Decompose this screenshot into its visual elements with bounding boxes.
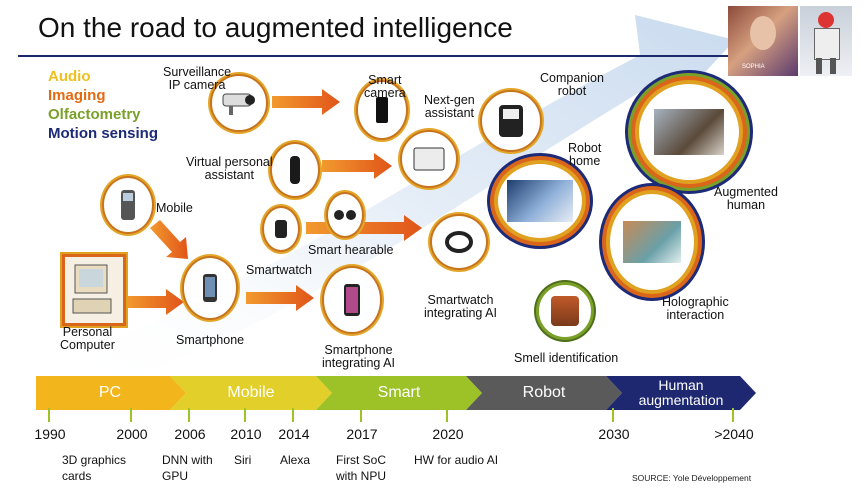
smartwatch-ai-circle (430, 214, 488, 270)
augmented-human-label: Augmented human (714, 185, 778, 212)
smartwatch-label: Smartwatch (246, 263, 312, 277)
companion-robot-label: Companion robot (540, 71, 604, 98)
sophia-robot-photo: SOPHIA (728, 6, 798, 76)
smartphone-ai-circle (322, 266, 382, 334)
source-note: SOURCE: Yole Développement (632, 473, 752, 483)
phase-pc: PC (98, 384, 122, 401)
year-1990: 1990 (34, 426, 66, 442)
legend-imaging: Imaging (48, 87, 106, 104)
legend-motion-sensing: Motion sensing (48, 125, 158, 142)
augmented-human-circle (635, 80, 743, 184)
year-2020: 2020 (432, 426, 464, 442)
virtual-assistant-label: Virtual personal assistant (186, 155, 273, 182)
legend-olfactometry: Olfactometry (48, 106, 141, 123)
smart-hearable-label: Smart hearable (308, 243, 394, 257)
surveillance-label: Surveillance IP camera (163, 65, 232, 92)
year-tick (732, 408, 734, 422)
year-tick (130, 408, 132, 422)
companion-robot-icon (499, 105, 523, 137)
year-2017: 2017 (346, 426, 378, 442)
year-2040-plus: >2040 (714, 426, 754, 442)
year-tick (446, 408, 448, 422)
year-tick (244, 408, 246, 422)
holographic-circle (606, 190, 698, 294)
personal-computer-label: Personal Computer (60, 325, 115, 352)
smart-hearable-circle (326, 192, 364, 238)
year-2000: 2000 (116, 426, 148, 442)
smell-identification-label: Smell identification (514, 351, 619, 365)
next-gen-assistant-label: Next-gen assistant (424, 93, 475, 120)
smell-identification-circle (536, 282, 594, 340)
companion-robot-circle (480, 90, 542, 152)
robot-home-circle (494, 160, 586, 242)
phase-robot: Robot (522, 384, 566, 401)
page-title: On the road to augmented intelligence (38, 12, 513, 43)
smartphone-label: Smartphone (176, 333, 245, 347)
humanoid-robot-photo (800, 6, 852, 76)
phase-human-augmentation: Human augmentation (638, 377, 724, 408)
smart-speaker-icon (290, 156, 300, 184)
smart-display-icon (413, 147, 445, 171)
mobile-label: Mobile (156, 201, 193, 215)
smart-camera-label: Smart camera (364, 73, 406, 100)
smartwatch-circle (262, 206, 300, 252)
smell-sensor-photo (551, 296, 579, 326)
event-alexa: Alexa (280, 453, 311, 467)
virtual-assistant-circle (270, 142, 320, 198)
event-3d-graphics: 3D graphics cards (62, 453, 127, 483)
year-2014: 2014 (278, 426, 310, 442)
event-hw-audio-ai: HW for audio AI (414, 453, 499, 467)
smartphone-ai-label: Smartphone integrating AI (322, 343, 395, 370)
year-2006: 2006 (174, 426, 206, 442)
robot-home-photo (507, 180, 573, 222)
year-2010: 2010 (230, 426, 262, 442)
year-tick (292, 408, 294, 422)
next-gen-assistant-circle (400, 130, 458, 188)
desktop-computer-icon (72, 264, 112, 314)
mobile-circle (102, 176, 154, 234)
phase-mobile: Mobile (227, 384, 275, 401)
robot-home-label: Robot home (568, 141, 602, 168)
holographic-photo (623, 221, 681, 263)
smart-camera-circle (356, 80, 408, 140)
personal-computer-box (62, 254, 126, 326)
smartphone-ai-icon (344, 284, 360, 316)
event-siri: Siri (234, 453, 252, 467)
holographic-label: Holographic interaction (662, 295, 729, 322)
augmented-human-photo (654, 109, 724, 155)
smartphone-icon (203, 274, 217, 302)
surveillance-camera-circle (210, 74, 268, 132)
feature-phone-icon (121, 190, 135, 220)
phase-smart: Smart (377, 384, 421, 401)
event-first-soc-npu: First SoC with NPU (336, 453, 387, 483)
year-tick (360, 408, 362, 422)
year-tick (48, 408, 50, 422)
smartwatch-ai-label: Smartwatch integrating AI (424, 293, 497, 320)
ip-camera-icon (222, 93, 255, 115)
year-tick (612, 408, 614, 422)
event-dnn-gpu: DNN with GPU (162, 453, 213, 483)
smartphone-circle (182, 256, 238, 320)
smart-camera-icon (376, 97, 388, 123)
legend-audio: Audio (48, 68, 91, 85)
earbuds-icon (334, 210, 356, 220)
title-underline (18, 55, 738, 57)
year-2030: 2030 (598, 426, 630, 442)
fitness-band-icon (445, 231, 473, 253)
smartwatch-icon (275, 220, 287, 238)
year-tick (188, 408, 190, 422)
